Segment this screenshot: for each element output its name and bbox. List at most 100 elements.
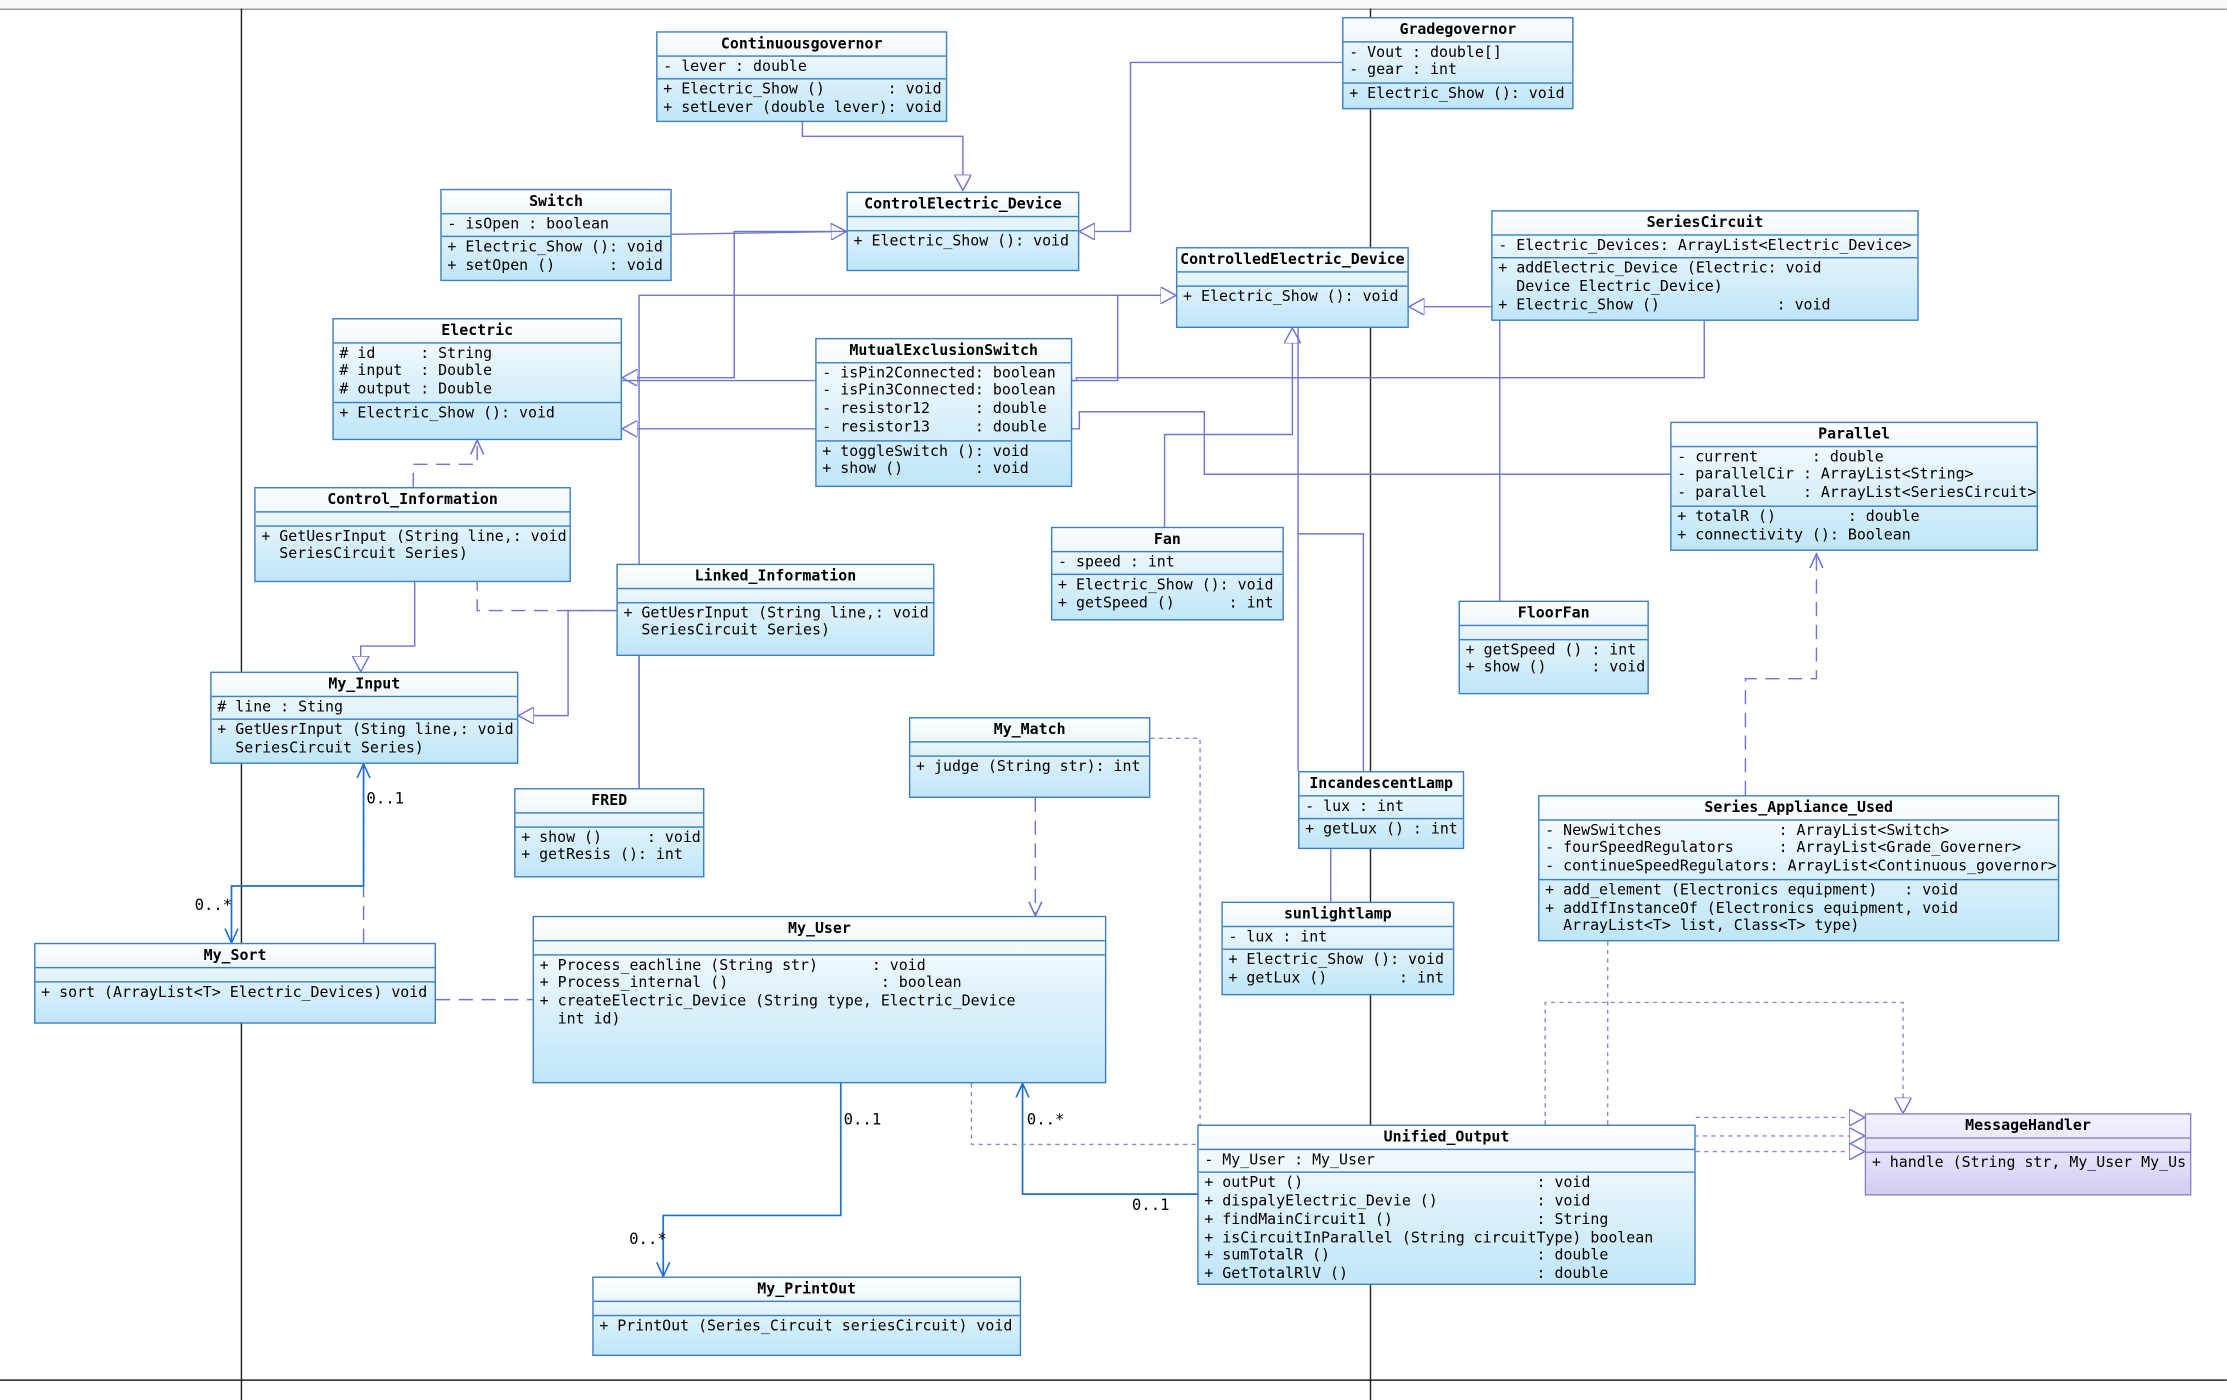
class-operation: + handle (String str, My_User My_Us xyxy=(1871,1153,2187,1171)
class-operations: + add_element (Electronics equipment) : … xyxy=(1539,880,2057,938)
class-attribute: # output : Double xyxy=(339,380,493,398)
class-operation: + getResis (): int xyxy=(521,846,683,864)
class-attributes: - speed : int xyxy=(1052,552,1283,576)
class-attribute: - current : double xyxy=(1677,448,1884,466)
class-attribute: - parallelCir : ArrayList<String> xyxy=(1677,466,1974,484)
class-attributes: - lux : int xyxy=(1222,927,1453,951)
class-operations: + Electric_Show (): void+ getLux () : in… xyxy=(1223,950,1453,990)
class-operations: + totalR () : double+ connectivity (): B… xyxy=(1672,507,2037,547)
class-parallel[interactable]: Parallel- current : double- parallelCir … xyxy=(1670,421,2038,551)
link-linked-controlinfo xyxy=(476,582,617,612)
link-controlelectric-electric xyxy=(622,230,847,377)
class-name: ControlledElectric_Device xyxy=(1177,248,1408,273)
class-incandescentlamp[interactable]: IncandescentLamp- lux : int+ getLux () :… xyxy=(1298,771,1465,850)
class-operation: + addElectric_Device (Electric: void xyxy=(1498,260,1822,278)
class-attribute: - isPin2Connected: boolean xyxy=(822,364,1056,382)
class-name: My_Sort xyxy=(35,944,435,968)
class-name: SeriesCircuit xyxy=(1492,212,1918,236)
class-operation: int id) xyxy=(539,1010,621,1028)
class-controlled-electric-device[interactable]: ControlledElectric_Device+ Electric_Show… xyxy=(1175,247,1409,328)
class-attributes xyxy=(593,1302,1020,1316)
link-controlled-electric xyxy=(622,320,1705,382)
class-name: MutualExclusionSwitch xyxy=(816,339,1071,364)
class-controlelectric-device[interactable]: ControlElectric_Device + Electric_Show ()… xyxy=(846,191,1080,272)
class-linked-information[interactable]: Linked_Information+ GetUesrInput (String… xyxy=(616,563,935,656)
class-seriescircuit[interactable]: SeriesCircuit- Electric_Devices: ArrayLi… xyxy=(1491,210,1919,321)
class-operations: + GetUesrInput (String line,: void Serie… xyxy=(256,526,570,566)
class-operation: + findMainCircuit1 () : String xyxy=(1204,1210,1609,1228)
class-unified-output[interactable]: Unified_Output- My_User : My_User+ outPu… xyxy=(1197,1124,1696,1286)
class-operation: SeriesCircuit Series) xyxy=(623,622,830,640)
class-name: FRED xyxy=(515,789,703,814)
class-my-sort[interactable]: My_Sort + sort (ArrayList<T> Electric_Dev… xyxy=(34,942,437,1024)
class-operations: + Electric_Show (): void xyxy=(1344,84,1573,106)
assoc-user-printout xyxy=(663,1083,841,1276)
class-attributes xyxy=(1177,272,1408,287)
class-operations: + Electric_Show (): void+ getSpeed () : … xyxy=(1052,576,1282,616)
class-name: IncandescentLamp xyxy=(1299,772,1463,797)
class-operation: ArrayList<T> list, Class<T> type) xyxy=(1545,917,1860,935)
class-operation: + Electric_Show (): void xyxy=(1228,951,1444,969)
class-attribute: - Vout : double[] xyxy=(1349,43,1502,61)
class-operation: + GetTotalRlV () : double xyxy=(1204,1265,1609,1283)
class-attributes: - Electric_Devices: ArrayList<Electric_D… xyxy=(1492,235,1918,259)
class-operations: + PrintOut (Series_Circuit seriesCircuit… xyxy=(594,1316,1020,1338)
class-series-appliance-used[interactable]: Series_Appliance_Used- NewSwitches : Arr… xyxy=(1538,795,2060,942)
class-my-user[interactable]: My_User + Process_eachline (String str) :… xyxy=(532,915,1107,1084)
class-operation: + getSpeed () : int xyxy=(1465,641,1637,659)
class-name: ControlElectric_Device xyxy=(847,193,1078,217)
mult-user-printout-top: 0..1 xyxy=(843,1110,882,1129)
class-operation: + dispalyElectric_Devie () : void xyxy=(1204,1192,1591,1210)
dep-appliance-handler xyxy=(1606,941,1865,1136)
class-operation: + sort (ArrayList<T> Electric_Devices) v… xyxy=(41,983,428,1001)
class-sunlightlamp[interactable]: sunlightlamp- lux : int+ Electric_Show (… xyxy=(1221,901,1455,996)
link-lamp-aux xyxy=(1298,533,1365,772)
class-operations: + sort (ArrayList<T> Electric_Devices) v… xyxy=(36,982,435,1004)
class-name: Unified_Output xyxy=(1198,1126,1695,1150)
class-floorfan[interactable]: FloorFan+ getSpeed () : int+ show () : v… xyxy=(1458,600,1649,695)
class-my-printout[interactable]: My_PrintOut+ PrintOut (Series_Circuit se… xyxy=(592,1276,1022,1357)
class-attribute: - fourSpeedRegulators : ArrayList<Grade_… xyxy=(1545,839,2022,857)
class-operations: + Electric_Show (): void xyxy=(848,231,1078,253)
class-attributes xyxy=(35,968,435,983)
class-name: Gradegovernor xyxy=(1343,18,1573,43)
class-operations: + toggleSwitch (): void+ show () : void xyxy=(817,441,1071,481)
class-name: My_User xyxy=(533,917,1105,941)
top-toolbar-strip xyxy=(0,0,2227,10)
class-messagehandler[interactable]: MessageHandler+ handle (String str, My_U… xyxy=(1864,1113,2192,1196)
mult-user-printout-bottom: 0..* xyxy=(629,1229,667,1249)
class-electric[interactable]: Electric# id : String# input : Double# o… xyxy=(332,318,623,441)
class-operations: + handle (String str, My_User My_Us xyxy=(1866,1153,2190,1175)
mult-input-sort-top: 0..1 xyxy=(366,789,405,808)
class-attribute: - continueSpeedRegulators: ArrayList<Con… xyxy=(1545,857,2057,875)
class-fan[interactable]: Fan- speed : int+ Electric_Show (): void… xyxy=(1050,526,1284,621)
class-name: Linked_Information xyxy=(617,565,934,589)
class-name: Parallel xyxy=(1671,423,2037,447)
class-my-match[interactable]: My_Match+ judge (String str): int xyxy=(908,717,1151,798)
class-fred[interactable]: FRED+ show () : void+ getResis (): int xyxy=(514,788,705,878)
class-name: Continuousgovernor xyxy=(657,33,946,57)
class-continuousgovernor[interactable]: Continuousgovernor- lever : double+ Elec… xyxy=(656,31,948,123)
class-operation: + addIfInstanceOf (Electronics equipment… xyxy=(1545,899,1959,917)
class-operations: + Process_eachline (String str) : void+ … xyxy=(534,955,1105,1031)
class-operation: + PrintOut (Series_Circuit seriesCircuit… xyxy=(599,1317,1013,1335)
class-operation: + add_element (Electronics equipment) : … xyxy=(1545,881,1959,899)
class-attributes: - Vout : double[]- gear : int xyxy=(1343,42,1573,84)
class-operations: + addElectric_Device (Electric: void Dev… xyxy=(1493,259,1918,317)
class-operation: + createElectric_Device (String type, El… xyxy=(539,992,1016,1010)
class-operation: SeriesCircuit Series) xyxy=(217,739,424,757)
class-operation: + Electric_Show (): void xyxy=(1349,85,1565,103)
link-linkedinfo-input xyxy=(518,609,617,716)
class-attributes xyxy=(533,941,1105,956)
class-switch[interactable]: Switch- isOpen : boolean+ Electric_Show … xyxy=(440,188,672,282)
class-attribute: # input : Double xyxy=(339,362,493,380)
class-operation: + GetUesrInput (String line,: void xyxy=(261,527,567,545)
class-gradegovernor[interactable]: Gradegovernor- Vout : double[]- gear : i… xyxy=(1342,17,1574,110)
class-control-information[interactable]: Control_Information+ GetUesrInput (Strin… xyxy=(254,487,571,583)
class-mutualexclusionswitch[interactable]: MutualExclusionSwitch- isPin2Connected: … xyxy=(815,337,1073,488)
class-name: My_Input xyxy=(211,673,517,697)
class-my-input[interactable]: My_Input# line : Sting+ GetUesrInput (St… xyxy=(210,671,519,764)
class-attributes: - NewSwitches : ArrayList<Switch>- fourS… xyxy=(1539,820,2058,881)
class-attribute: # line : Sting xyxy=(217,698,344,716)
